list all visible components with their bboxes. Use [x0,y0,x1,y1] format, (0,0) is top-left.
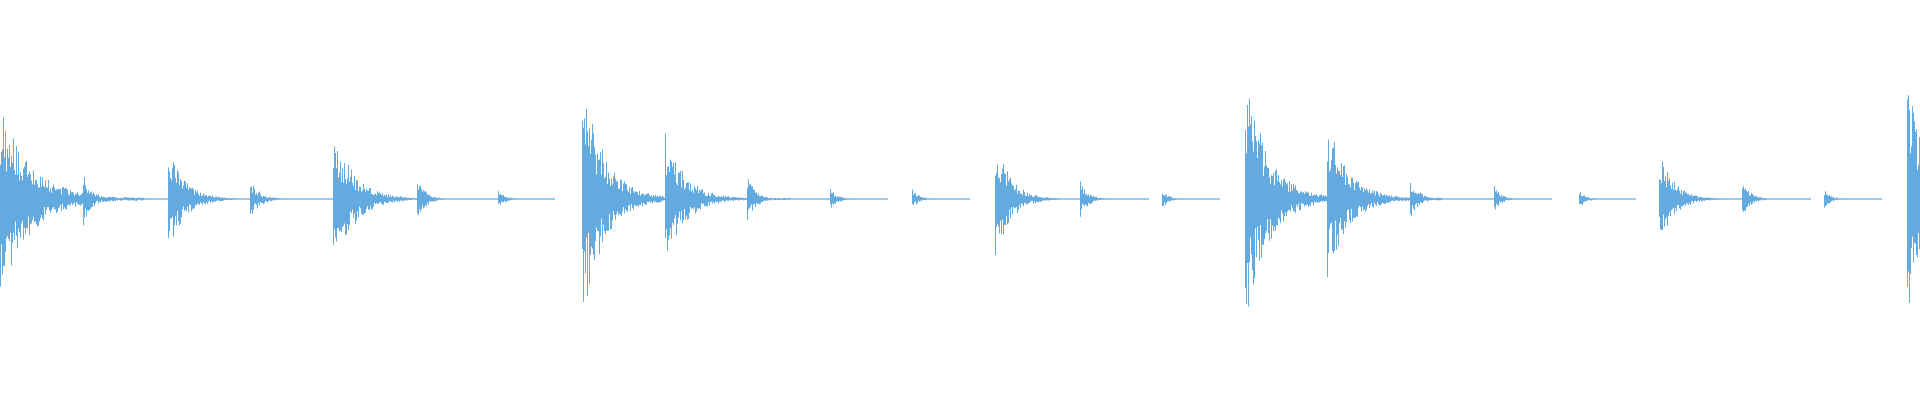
waveform-trace [0,95,1920,307]
waveform-channel [0,95,1920,307]
